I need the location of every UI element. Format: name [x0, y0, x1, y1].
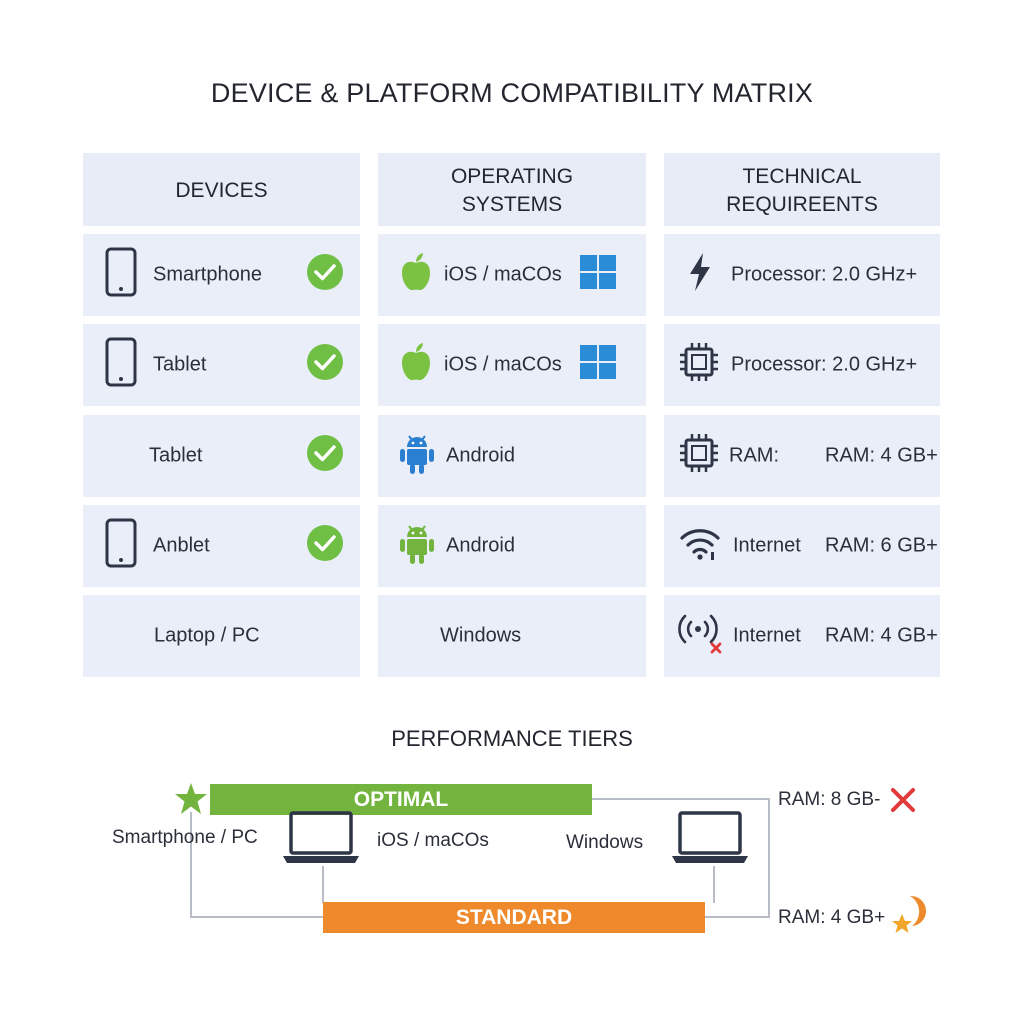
tier-left-label: Smartphone / PC [112, 827, 258, 848]
laptop-icon [281, 810, 361, 871]
requirement-value: RAM: 4 GB+ [825, 624, 938, 647]
req-row-processor: Processor: 2.0 GHz+ [664, 234, 940, 316]
windows-icon [580, 345, 616, 385]
os-label: Android [446, 444, 515, 467]
windows-icon [580, 255, 616, 295]
device-label: Smartphone [153, 263, 262, 286]
os-row-ios-2: iOS / maCOs [378, 324, 646, 406]
chip-icon [679, 433, 719, 479]
os-header-line: OPERATING [450, 164, 574, 188]
android-icon [398, 521, 436, 571]
os-row-ios: iOS / maCOs [378, 234, 646, 316]
os-label: iOS / maCOs [444, 353, 562, 376]
optimal-tier-bar: OPTIMAL [210, 784, 592, 815]
req-row-processor-2: Processor: 2.0 GHz+ [664, 324, 940, 406]
os-row-android-2: Android [378, 505, 646, 587]
os-column: OPERATING SYSTEMS iOS / maCOs iOS / maCO… [378, 153, 646, 677]
device-row-tablet-2: Tablet [83, 415, 360, 497]
requirements-header: TECHNICAL REQUIREENTS [664, 153, 940, 226]
device-row-laptop: Laptop / PC [83, 595, 360, 677]
requirement-value: RAM: 6 GB+ [825, 534, 938, 557]
smartphone-icon [105, 247, 137, 303]
req-row-ram: RAM: RAM: 4 GB+ [664, 415, 940, 497]
requirements-header-line: REQUIREENTS [726, 192, 878, 216]
device-label: Tablet [149, 444, 203, 467]
device-row-tablet: Tablet [83, 324, 360, 406]
check-icon [307, 525, 343, 567]
star-icon [174, 783, 208, 820]
devices-header-line: DEVICES [175, 178, 268, 202]
requirements-header-line: TECHNICAL [742, 164, 862, 188]
device-label: Tablet [153, 353, 207, 376]
requirement-label: Internet [733, 534, 801, 557]
requirement-label: Processor: 2.0 GHz+ [731, 353, 918, 376]
performance-tiers-title: PERFORMANCE TIERS [391, 726, 633, 751]
device-row-smartphone: Smartphone [83, 234, 360, 316]
android-icon [398, 431, 436, 481]
smartphone-icon [105, 518, 137, 574]
os-header: OPERATING SYSTEMS [378, 153, 646, 226]
check-icon [307, 344, 343, 386]
signal-error-icon [676, 611, 722, 661]
devices-header: DEVICES [83, 153, 360, 226]
devices-column: DEVICES Smartphone Tablet Tablet Anblet [83, 153, 360, 677]
apple-icon [398, 252, 434, 298]
requirements-column: TECHNICAL REQUIREENTS Processor: 2.0 GHz… [664, 153, 940, 677]
ram-optimal-label: RAM: 8 GB- [778, 789, 881, 810]
device-label: Anblet [153, 534, 210, 557]
check-icon [307, 254, 343, 296]
check-icon [307, 435, 343, 477]
star-badge-icon [890, 894, 927, 941]
requirement-label: RAM: [729, 444, 779, 467]
requirement-value: RAM: 4 GB+ [825, 444, 938, 467]
req-row-internet: Internet RAM: 6 GB+ [664, 505, 940, 587]
ram-standard-label: RAM: 4 GB+ [778, 907, 886, 928]
chip-icon [679, 342, 719, 388]
os-label: Android [446, 534, 515, 557]
wifi-icon [678, 525, 722, 567]
apple-icon [398, 342, 434, 388]
requirement-label: Processor: 2.0 GHz+ [731, 263, 918, 286]
laptop-icon [670, 810, 750, 871]
tier-right-label: Windows [566, 832, 644, 853]
device-row-anblet: Anblet [83, 505, 360, 587]
page-title: DEVICE & PLATFORM COMPATIBILITY MATRIX [210, 78, 814, 108]
requirement-label: Internet [733, 624, 801, 647]
os-row-android: Android [378, 415, 646, 497]
os-label: iOS / maCOs [444, 263, 562, 286]
device-label: Laptop / PC [154, 624, 260, 647]
req-row-internet-2: Internet RAM: 4 GB+ [664, 595, 940, 677]
standard-tier-bar: STANDARD [323, 902, 705, 933]
cross-icon [890, 787, 916, 818]
lightning-icon [688, 253, 712, 297]
os-label: Windows [440, 624, 522, 647]
os-row-windows: Windows [378, 595, 646, 677]
smartphone-icon [105, 337, 137, 393]
tier-middle-label: iOS / maCOs [377, 830, 489, 851]
os-header-line: SYSTEMS [461, 192, 563, 216]
